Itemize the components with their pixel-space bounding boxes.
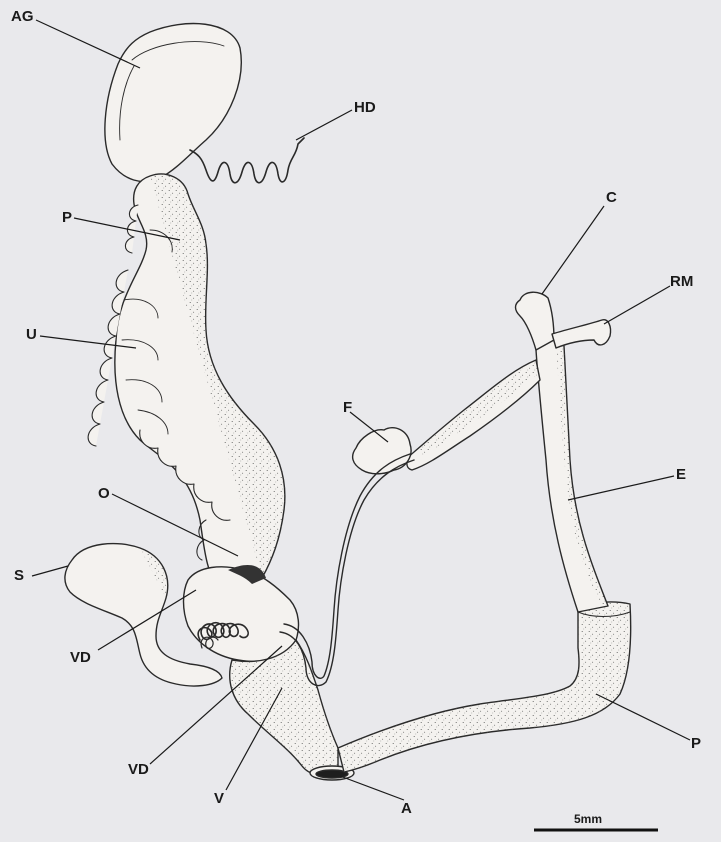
label-c: C xyxy=(606,190,617,205)
label-f: F xyxy=(343,400,352,415)
label-a: A xyxy=(401,801,412,816)
leader-rm xyxy=(604,286,670,324)
leader-c xyxy=(542,206,604,294)
leader-s xyxy=(32,566,68,576)
albumen-gland xyxy=(105,24,241,182)
leader-a xyxy=(340,776,404,800)
hermaphrodite-duct xyxy=(190,138,304,183)
label-p-upper: P xyxy=(62,210,72,225)
label-hd: HD xyxy=(354,100,376,115)
label-s: S xyxy=(14,568,24,583)
label-rm: RM xyxy=(670,274,693,289)
label-vd-lower: VD xyxy=(128,762,149,777)
label-e: E xyxy=(676,467,686,482)
label-ag: AG xyxy=(11,9,34,24)
label-v: V xyxy=(214,791,224,806)
label-p-lower: P xyxy=(691,736,701,751)
label-u: U xyxy=(26,327,37,342)
leader-e xyxy=(568,476,674,500)
retractor-muscle xyxy=(552,320,611,348)
leader-ag xyxy=(36,20,140,68)
label-o: O xyxy=(98,486,110,501)
label-vd-upper: VD xyxy=(70,650,91,665)
caecum xyxy=(516,292,555,350)
epiphallus xyxy=(536,340,608,612)
leader-p-lower xyxy=(596,694,690,740)
leader-hd xyxy=(296,110,352,140)
scale-bar-label: 5mm xyxy=(574,812,602,826)
flagellum xyxy=(353,428,411,474)
